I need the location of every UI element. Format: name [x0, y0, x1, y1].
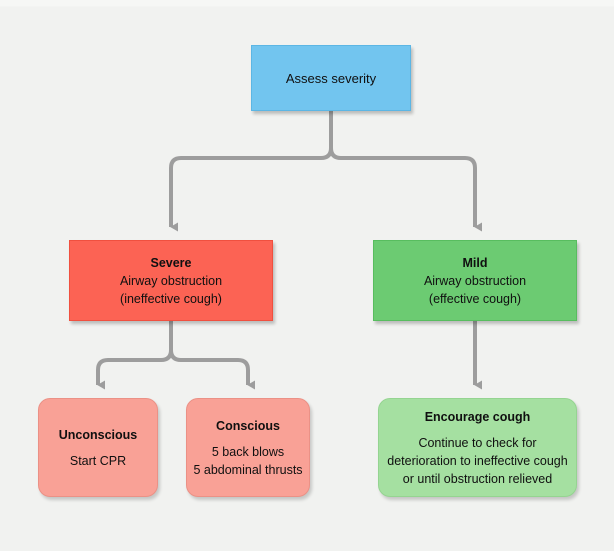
node-mild[interactable]: Mild Airway obstruction (effective cough…: [373, 240, 577, 321]
edge-severe-to-unconscious: [96, 321, 173, 390]
node-conscious[interactable]: Conscious 5 back blows 5 abdominal thrus…: [186, 398, 310, 497]
node-encourage-cough-line-2: deterioration to ineffective cough: [387, 453, 568, 468]
node-severe[interactable]: Severe Airway obstruction (ineffective c…: [69, 240, 273, 321]
node-conscious-line-2: 5 abdominal thrusts: [193, 462, 303, 477]
node-severe-title: Severe: [150, 255, 192, 270]
node-encourage-cough[interactable]: Encourage cough Continue to check for de…: [378, 398, 577, 497]
node-assess-severity-label: Assess severity: [285, 70, 377, 86]
edge-assess-to-severe: [169, 111, 333, 232]
node-conscious-line-1: 5 back blows: [211, 444, 285, 459]
node-severe-line-1: Airway obstruction: [119, 273, 223, 288]
node-unconscious-title: Unconscious: [58, 427, 138, 442]
node-mild-line-2: (effective cough): [428, 291, 522, 306]
node-unconscious-line-1: Start CPR: [69, 453, 127, 468]
node-mild-title: Mild: [462, 255, 488, 270]
edge-assess-to-mild: [329, 111, 482, 232]
node-encourage-cough-line-3: or until obstruction relieved: [402, 471, 553, 486]
node-encourage-cough-line-1: Continue to check for: [418, 435, 537, 450]
node-conscious-title: Conscious: [216, 418, 280, 433]
node-unconscious[interactable]: Unconscious Start CPR: [38, 398, 158, 497]
node-encourage-cough-title: Encourage cough: [424, 409, 531, 424]
node-assess-severity[interactable]: Assess severity: [251, 45, 411, 111]
node-mild-line-1: Airway obstruction: [423, 273, 527, 288]
node-severe-line-2: (ineffective cough): [120, 291, 222, 306]
edge-severe-to-conscious: [169, 321, 255, 390]
